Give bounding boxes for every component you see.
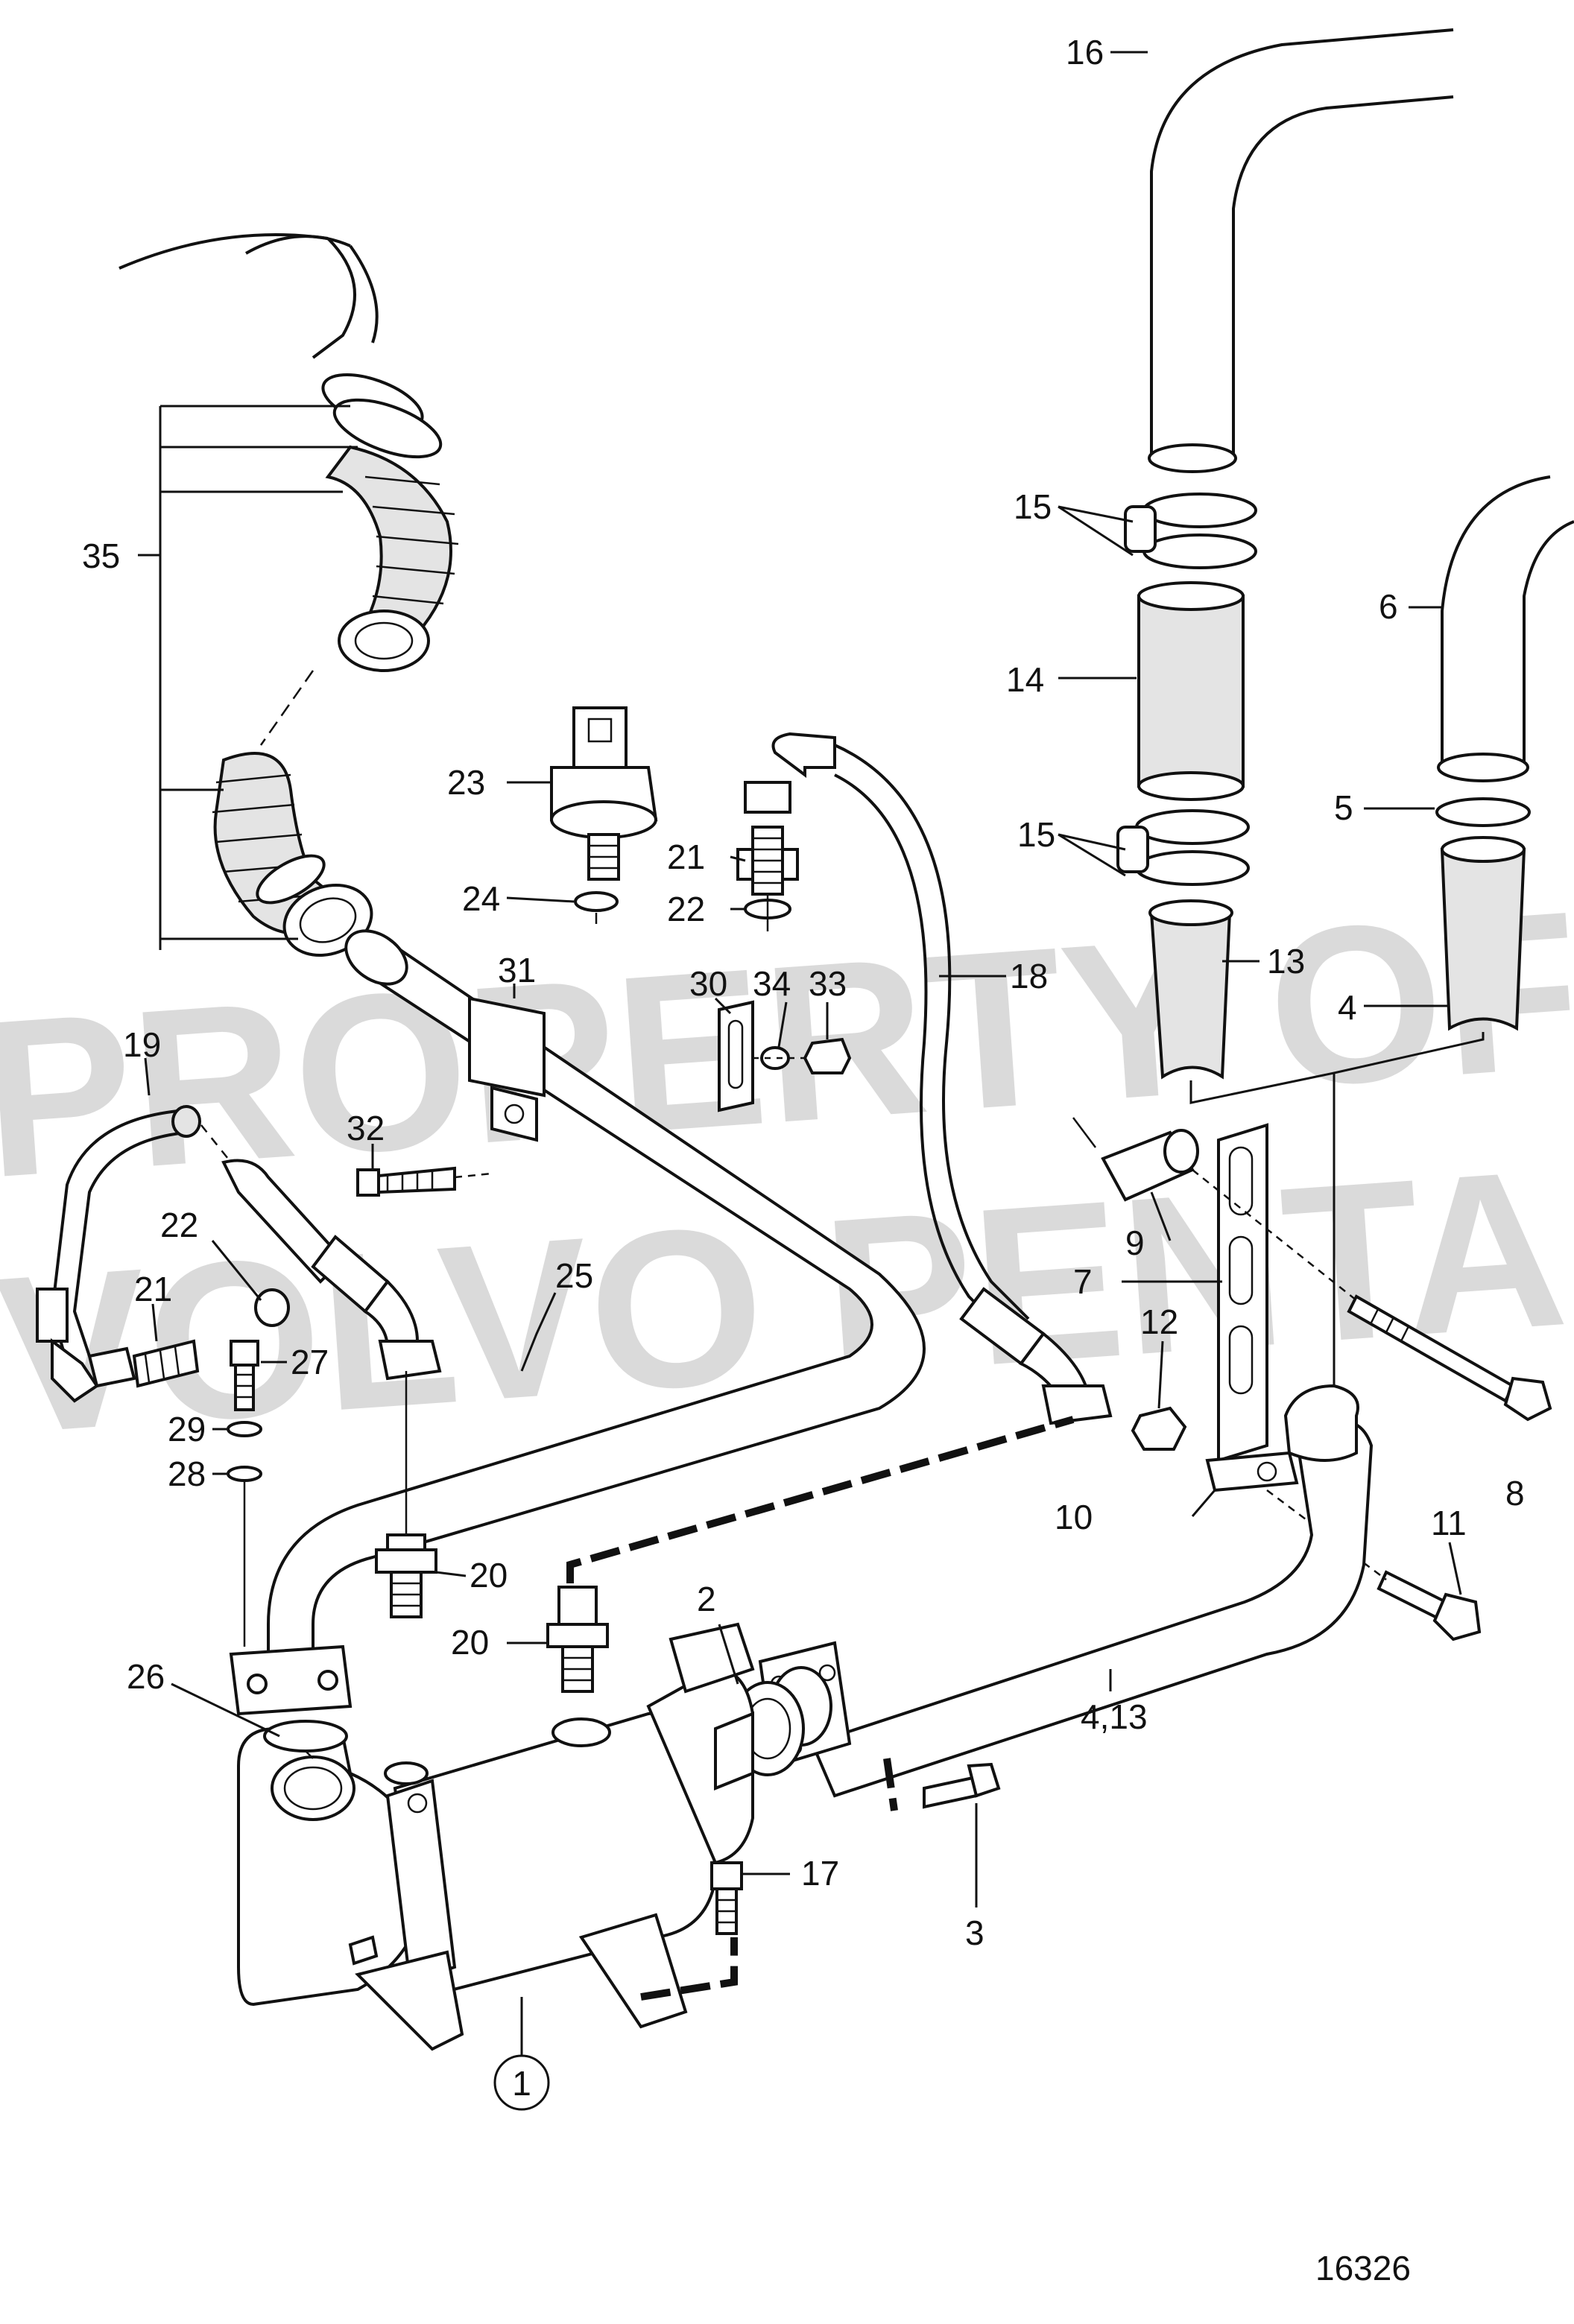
- bolt-8: [1192, 1169, 1552, 1422]
- callout-2: 2: [697, 1580, 716, 1618]
- nipple-20-right: [546, 1586, 609, 1693]
- exhaust-elbow-16: [1148, 28, 1454, 473]
- callout-22-left: 22: [160, 1206, 198, 1244]
- callout-labels: 16 15 14 15 13 6 5 4 35 23 24 21 22 18 3…: [82, 33, 1525, 2111]
- hose-18: [736, 732, 1113, 1425]
- callout-9: 9: [1125, 1223, 1145, 1262]
- hose-clamps-15-upper: [1124, 493, 1257, 569]
- connection-lines: [243, 894, 1075, 2001]
- callout-6: 6: [1379, 587, 1398, 626]
- callout-8: 8: [1505, 1474, 1525, 1513]
- washer-29: [227, 1421, 262, 1437]
- callout-29: 29: [168, 1410, 206, 1448]
- callout-35: 35: [82, 536, 120, 575]
- pipe-13: [1148, 899, 1233, 1080]
- bolt-17: [710, 1861, 743, 1935]
- hose-19: [36, 1105, 442, 1403]
- bracket-7: [1217, 1123, 1268, 1463]
- callout-33: 33: [809, 964, 847, 1003]
- callout-11: 11: [1431, 1504, 1467, 1542]
- bolt-32: [356, 1166, 493, 1197]
- air-hose-assembly: [118, 233, 459, 957]
- o-ring-26: [263, 1720, 348, 1753]
- callout-22-upper: 22: [667, 890, 705, 928]
- callout-23: 23: [447, 763, 485, 802]
- bolt-3: [883, 1758, 1001, 1811]
- callout-24: 24: [462, 879, 500, 918]
- exhaust-pipe-lower: [758, 1384, 1374, 1798]
- washer-22-left: [254, 1288, 290, 1327]
- nut-33: [803, 1037, 852, 1074]
- union-21-left: [132, 1288, 290, 1388]
- nut-12: [1131, 1406, 1187, 1451]
- callout-30: 30: [689, 964, 727, 1003]
- callout-21-upper: 21: [667, 838, 705, 876]
- o-ring-5: [1435, 797, 1531, 827]
- callout-32: 32: [347, 1109, 385, 1147]
- callout-14: 14: [1006, 660, 1044, 699]
- callout-4: 4: [1338, 988, 1357, 1027]
- callout-10: 10: [1055, 1498, 1093, 1536]
- pressure-sensor-23: [550, 706, 658, 912]
- callout-31: 31: [498, 951, 536, 990]
- heat-exchanger-1: [237, 1622, 755, 2051]
- callout-5: 5: [1334, 788, 1353, 827]
- callout-4-13: 4,13: [1081, 1697, 1148, 1736]
- coolant-pipe-25: [229, 929, 926, 1716]
- rubber-sleeve-14: [1137, 581, 1245, 801]
- callout-20-lower: 20: [451, 1623, 489, 1662]
- callout-19: 19: [123, 1025, 161, 1064]
- hose-clamp: [321, 373, 443, 459]
- callout-34: 34: [753, 964, 791, 1003]
- washer-24: [574, 891, 619, 912]
- callout-1-circle: [493, 2054, 550, 2111]
- callout-25: 25: [555, 1256, 593, 1295]
- callout-28: 28: [168, 1454, 206, 1493]
- callout-26: 26: [127, 1657, 165, 1696]
- callout-18: 18: [1010, 957, 1048, 995]
- callout-27: 27: [291, 1343, 329, 1381]
- callout-3: 3: [965, 1913, 984, 1952]
- callout-13: 13: [1267, 942, 1305, 981]
- callout-7: 7: [1073, 1262, 1093, 1301]
- exhaust-elbow-6: [1437, 475, 1574, 782]
- callout-12: 12: [1140, 1302, 1178, 1341]
- callout-16: 16: [1066, 33, 1104, 72]
- callout-leaders: [144, 51, 1462, 2057]
- hose-clamps-15-lower: [1116, 809, 1250, 886]
- callout-17: 17: [801, 1854, 839, 1893]
- washer-28: [227, 1466, 262, 1482]
- corrugated-hose-upper: [325, 445, 459, 672]
- pipe-clamp-10: [1205, 1451, 1299, 1492]
- callout-15-lower: 15: [1017, 815, 1055, 854]
- callout-1: 1: [512, 2064, 531, 2103]
- figure-number: 16326: [1315, 2249, 1411, 2287]
- callout-bracket-35: [138, 405, 358, 950]
- callout-20-upper: 20: [470, 1556, 508, 1595]
- pipe-4: [1440, 836, 1526, 1031]
- callout-15-upper: 15: [1014, 487, 1052, 526]
- bracket-30: [718, 1000, 852, 1112]
- bolt-27: [227, 1340, 262, 1482]
- callout-21-left: 21: [134, 1270, 172, 1308]
